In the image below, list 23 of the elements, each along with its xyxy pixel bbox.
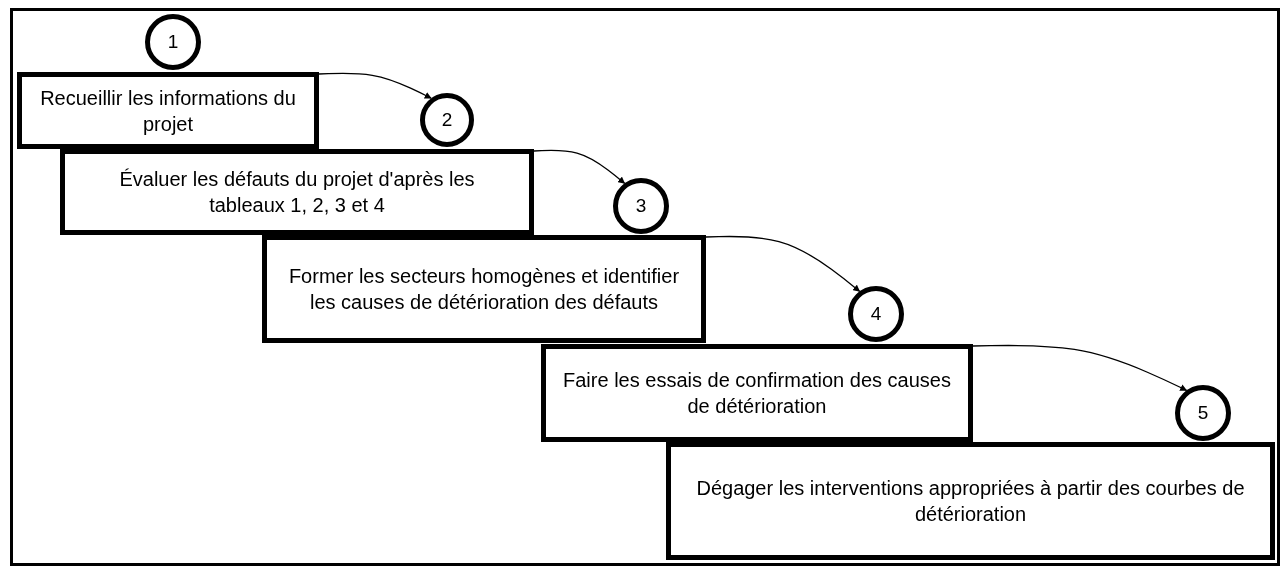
step-text: Dégager les interventions appropriées à partir des courbes de détérioration — [695, 476, 1246, 527]
curved-arrow — [318, 72, 432, 99]
step-number-circle — [848, 286, 904, 342]
step-number-circle — [145, 14, 201, 70]
process-box — [17, 72, 319, 149]
step-number: 2 — [441, 109, 453, 131]
step-text: Former les secteurs homogènes et identifier les causes de détérioration des défauts — [287, 264, 681, 315]
step-text: Évaluer les défauts du projet d'après les tableaux 1, 2, 3 et 4 — [118, 167, 476, 218]
step-text: Recueillir les informations du projet — [39, 85, 297, 137]
step-number: 1 — [167, 31, 179, 53]
step-number-circle — [1175, 385, 1231, 441]
process-box — [666, 442, 1275, 560]
process-box — [541, 344, 973, 442]
step-number: 4 — [870, 303, 882, 325]
step-text: Faire les essais de confirmation des causes de détérioration — [562, 368, 952, 419]
step-number: 3 — [635, 195, 647, 217]
step-number-circle — [613, 178, 669, 234]
curved-arrow — [533, 149, 626, 184]
step-number: 5 — [1197, 402, 1209, 424]
curved-arrow — [705, 235, 861, 292]
process-box — [262, 235, 706, 343]
step-number-circle — [420, 93, 474, 147]
curved-arrow — [972, 344, 1188, 391]
